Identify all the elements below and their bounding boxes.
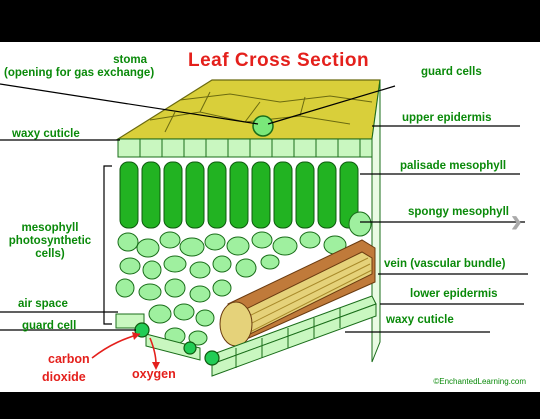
label-mesophyll-1: mesophyll (21, 222, 79, 234)
label-mesophyll: mesophyll photosynthetic cells) (2, 222, 98, 261)
guard-cell-right (204, 350, 220, 366)
label-mesophyll-2: photosynthetic (8, 235, 92, 247)
diagram-title: Leaf Cross Section (188, 50, 370, 71)
label-spongy: spongy mesophyll (408, 206, 509, 218)
co2-arrowhead (132, 332, 140, 340)
o2-arrowhead (152, 362, 160, 370)
label-stoma-note: (opening for gas exchange) (4, 67, 155, 79)
diagram-frame: Leaf Cross Section stoma (opening for ga… (0, 42, 540, 392)
label-mesophyll-3: cells) (35, 248, 65, 260)
label-carbon-2: dioxide (42, 370, 86, 384)
label-stoma-name: stoma (113, 54, 148, 66)
label-palisade: palisade mesophyll (400, 160, 507, 172)
leaf-side-face (371, 79, 381, 363)
o2-arrow (149, 337, 157, 365)
lower-epidermis (115, 295, 377, 377)
label-lower-epidermis: lower epidermis (410, 288, 498, 300)
label-vein: vein (vascular bundle) (384, 258, 506, 270)
leader-lines (0, 83, 528, 333)
co2-arrow (91, 333, 141, 359)
label-stoma: stoma (opening for gas exchange) (4, 54, 154, 80)
label-waxy-cuticle-bottom: waxy cuticle (386, 314, 454, 326)
label-air-space: air space (18, 298, 68, 310)
credit-text: ©EnchantedLearning.com (433, 377, 526, 386)
label-waxy-cuticle-top: waxy cuticle (12, 128, 80, 140)
label-oxygen: oxygen (132, 367, 176, 381)
leaf-illustration (0, 79, 528, 377)
guard-cell-mid (183, 341, 197, 355)
spongy-mesophyll (115, 211, 372, 346)
label-guard-cells: guard cells (421, 66, 482, 78)
label-guard-cell: guard cell (22, 320, 77, 332)
palisade-mesophyll (119, 161, 359, 229)
stoma-top (252, 115, 274, 137)
mesophyll-bracket (103, 165, 112, 325)
chevron-right-icon[interactable]: › (510, 202, 522, 240)
upper-epidermis (117, 138, 373, 158)
label-upper-epidermis: upper epidermis (402, 112, 492, 124)
waxy-cuticle-surface (115, 79, 381, 140)
label-carbon-dioxide: carbon dioxide (42, 350, 90, 386)
vein (219, 239, 376, 347)
cuticle-cell-lines (149, 91, 373, 133)
label-carbon-1: carbon (48, 352, 90, 366)
